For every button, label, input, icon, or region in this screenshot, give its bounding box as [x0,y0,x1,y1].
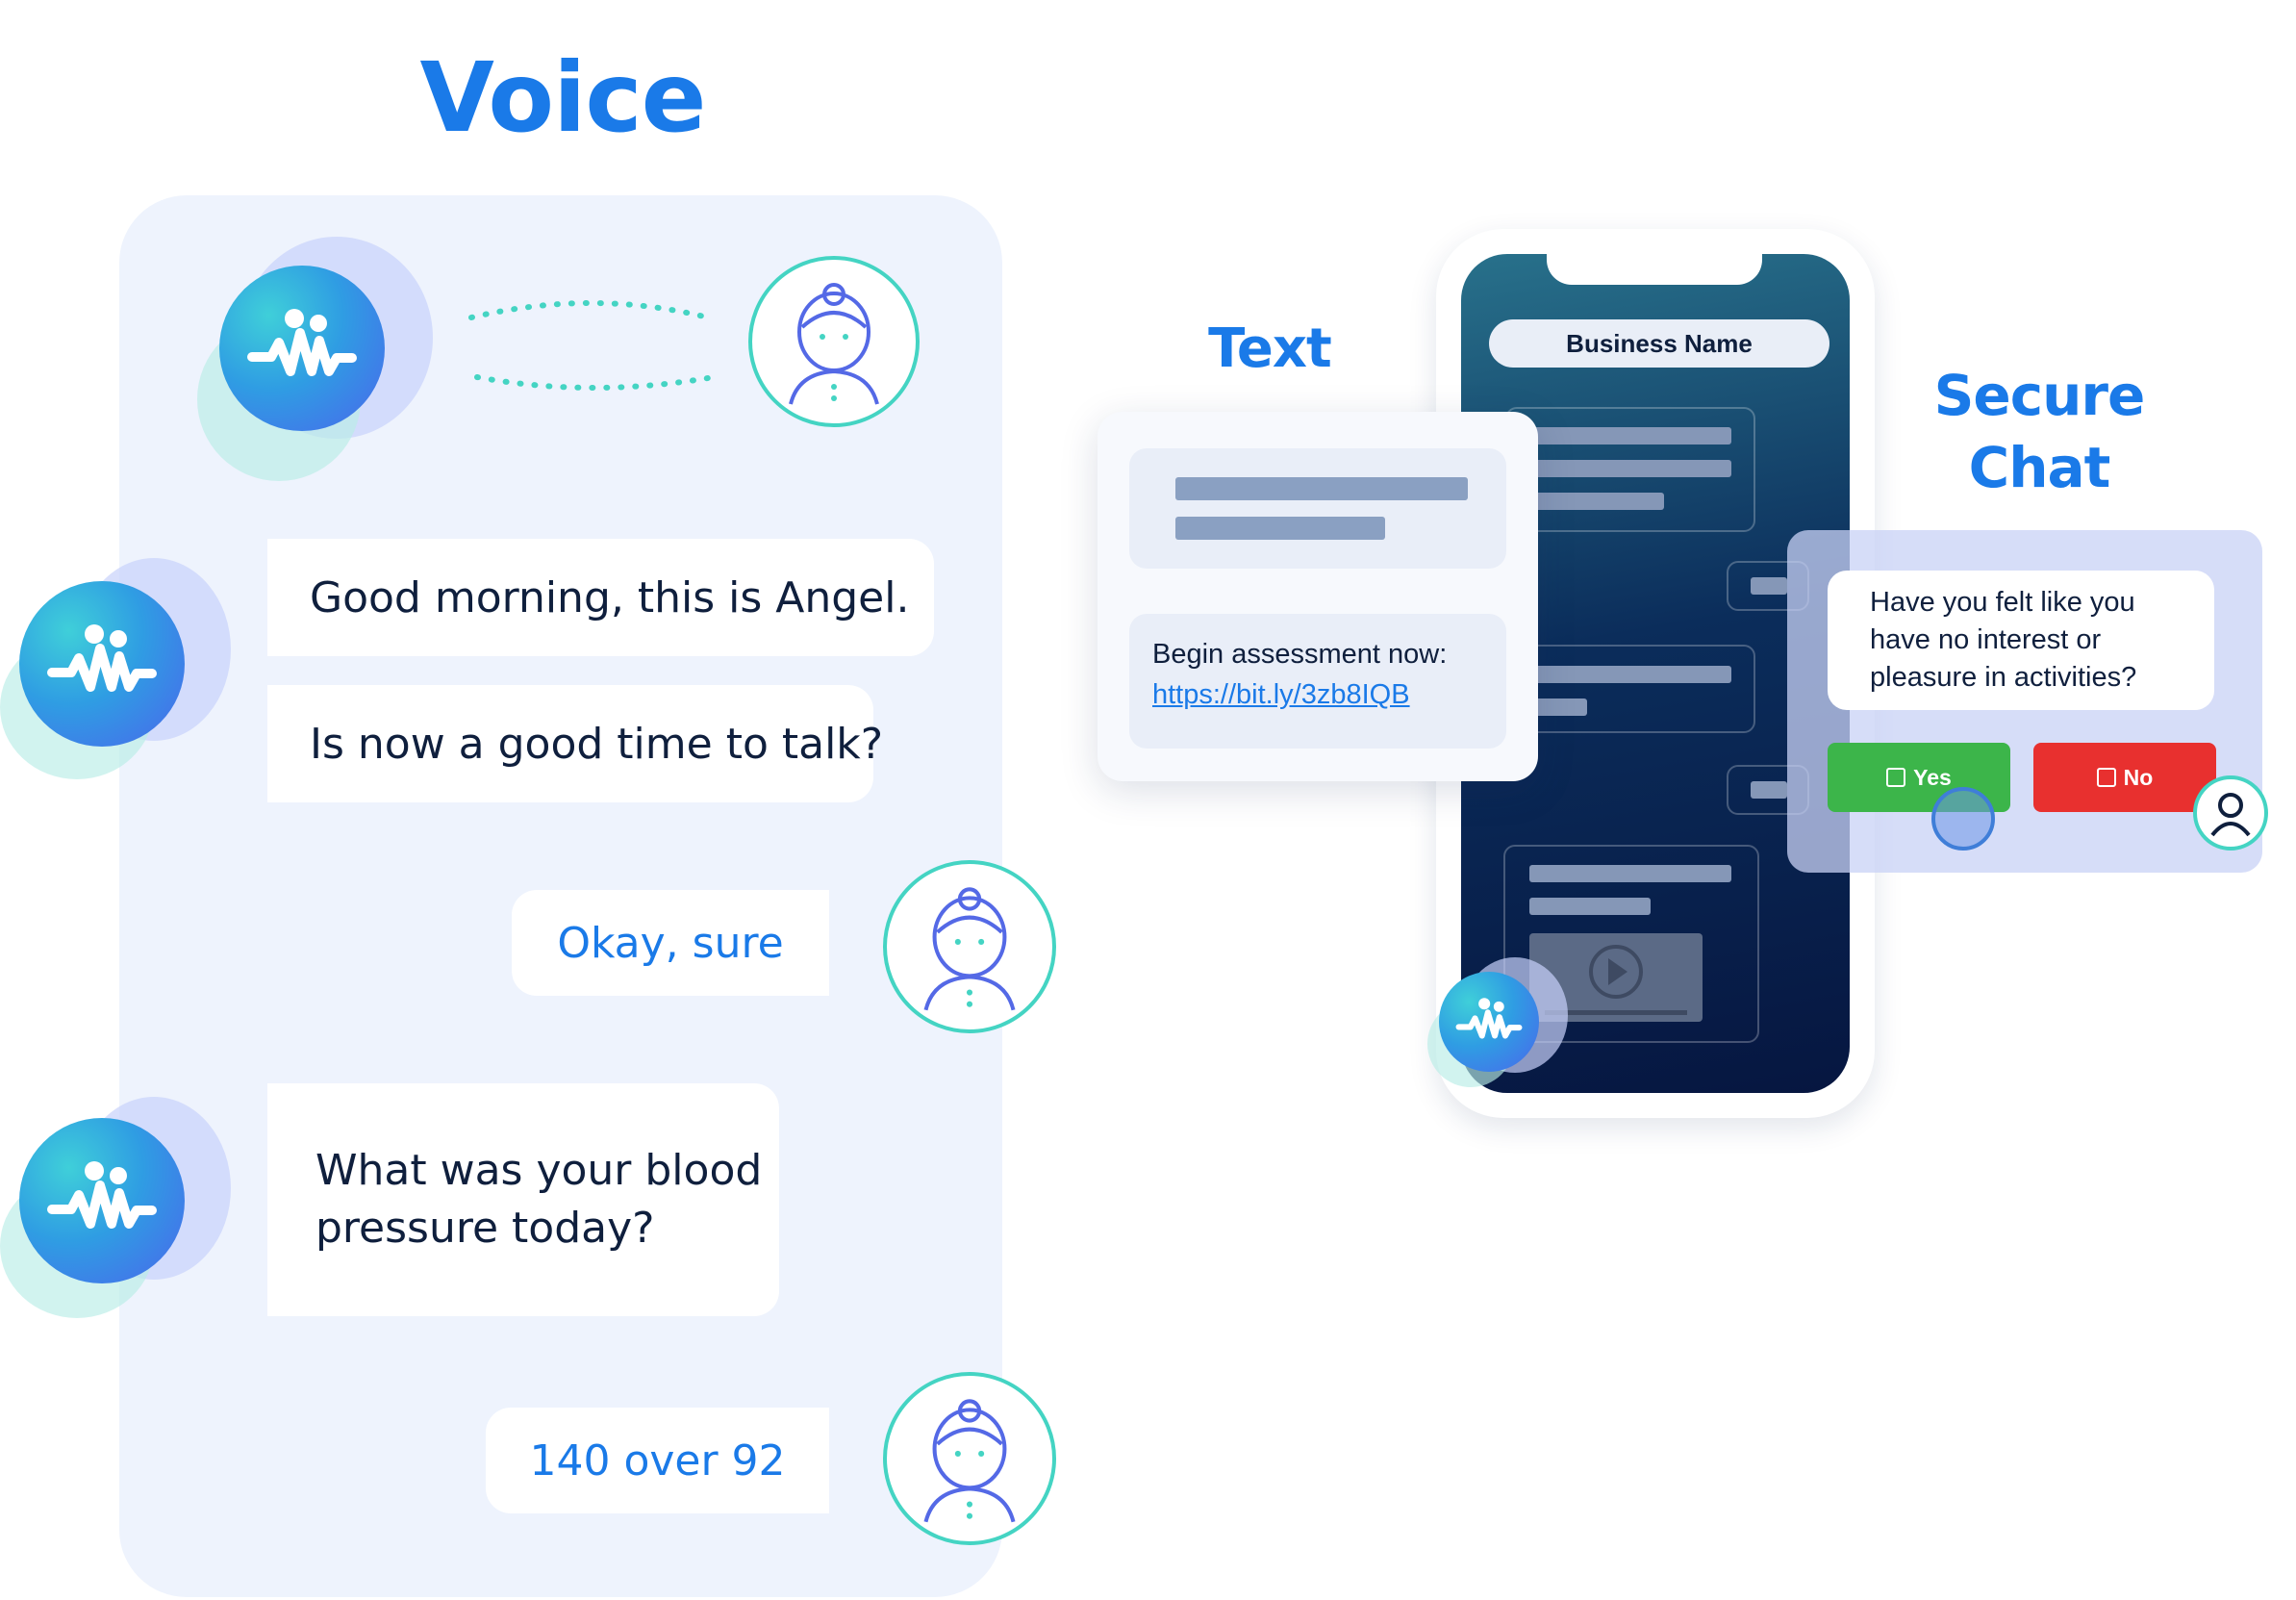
user-message: Okay, sure [512,890,829,996]
chat-question-line: pleasure in activities? [1870,662,2137,693]
bot-logo-icon [47,1161,157,1229]
secure-chat-heading-line1: Secure [1933,363,2146,428]
bot-logo-icon [1455,998,1523,1039]
placeholder-line [1751,781,1787,799]
person-avatar [883,1372,1056,1545]
no-button[interactable]: No [2033,743,2216,812]
agent-message-line: pressure today? [315,1204,655,1253]
user-message-text: 140 over 92 [529,1435,786,1486]
woman-icon [789,283,879,405]
person-avatar [748,256,920,427]
placeholder-line [1175,517,1385,540]
bot-logo-icon [247,309,357,376]
placeholder-line [1529,865,1731,882]
secure-chat-heading-line2: Chat [1968,435,2111,500]
call-dotted-connection [468,300,717,391]
agent-message-text: Good morning, this is Angel. [310,572,910,622]
text-heading: Text [1208,317,1332,380]
phone-notch [1547,248,1762,285]
user-message-text: Okay, sure [557,918,784,968]
placeholder-line [1529,898,1651,915]
person-avatar [883,860,1056,1033]
placeholder-line [1529,666,1731,683]
agent-message: What was your blood pressure today? [267,1083,779,1316]
agent-message: Good morning, this is Angel. [267,539,934,656]
person-icon [2210,793,2251,837]
woman-icon [923,1399,1016,1523]
sms-message-text: Begin assessment now: [1152,639,1448,670]
tap-indicator [1931,787,1995,851]
play-icon [1545,945,1687,1015]
business-name-text: Business Name [1566,328,1753,358]
no-label: No [2123,764,2154,790]
business-name-header: Business Name [1489,319,1829,368]
smile-icon [1886,768,1906,787]
placeholder-message [1505,645,1755,733]
agent-message-line: What was your blood [315,1146,763,1195]
bot-logo-icon [47,624,157,692]
user-message: 140 over 92 [486,1408,829,1513]
placeholder-line [1529,460,1731,477]
frown-icon [2096,768,2116,787]
placeholder-line [1529,698,1587,716]
sms-message-bubble [1129,614,1506,749]
bot-avatar [19,1118,185,1283]
yes-label: Yes [1913,764,1952,790]
bot-avatar [1439,972,1539,1072]
placeholder-video-message [1503,845,1759,1043]
sms-placeholder-bubble [1129,448,1506,569]
placeholder-line [1529,427,1731,444]
chat-question-line: Have you felt like you [1870,587,2135,618]
agent-message-text: Is now a good time to talk? [310,719,884,769]
bot-avatar [19,581,185,747]
placeholder-line [1529,493,1664,510]
chat-question: Have you felt like you have no interest … [1828,571,2214,710]
agent-message: Is now a good time to talk? [267,685,883,802]
user-avatar-icon [2193,775,2268,851]
bot-avatar [219,266,385,431]
voice-heading: Voice [419,41,706,154]
chat-question-line: have no interest or [1870,624,2102,655]
placeholder-line [1751,577,1787,595]
woman-icon [923,887,1016,1011]
sms-link[interactable]: https://bit.ly/3zb8IQB [1152,679,1410,710]
placeholder-line [1175,477,1468,500]
